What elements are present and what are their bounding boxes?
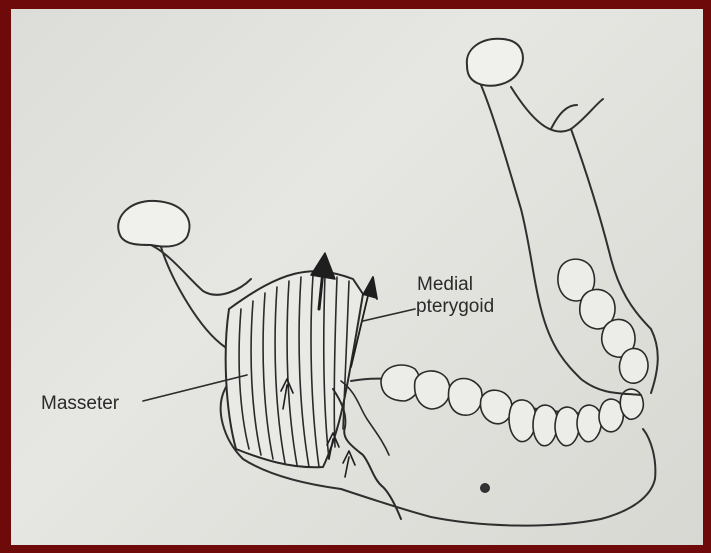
left-condyle (118, 201, 189, 247)
masseter-label: Masseter (41, 393, 119, 415)
lower-teeth (381, 365, 643, 446)
mandible-body (341, 429, 655, 526)
illustration-page: Masseter Medial pterygoid (11, 9, 703, 545)
fracture-edge (341, 381, 389, 455)
mandible-illustration (11, 9, 703, 545)
medial-pterygoid-label-line2: pterygoid (416, 296, 494, 318)
fracture-line (333, 389, 401, 519)
right-condyle (467, 39, 523, 86)
mental-foramen (481, 484, 489, 492)
right-molars (558, 259, 648, 383)
medial-pterygoid-leader-line (363, 309, 415, 321)
coronoid-notch (551, 105, 577, 129)
masseter-muscle (226, 271, 363, 467)
medial-pterygoid-label-line1: Medial (417, 274, 494, 296)
medial-pterygoid-label: Medial pterygoid (417, 274, 494, 318)
large-arrowhead (311, 253, 335, 279)
